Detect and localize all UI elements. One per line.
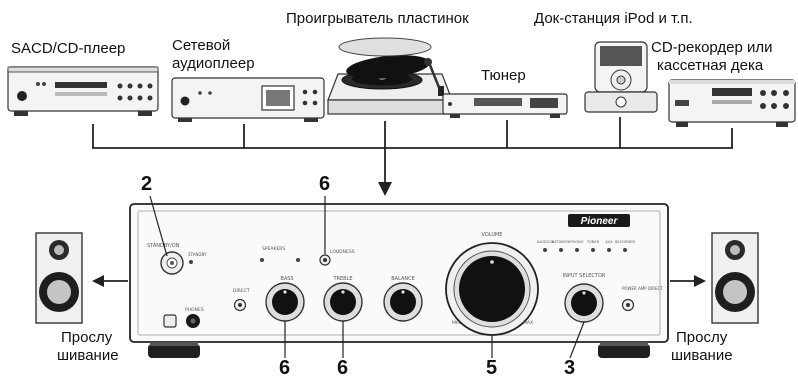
input-indicator-led <box>623 248 627 252</box>
left-speaker-arrow <box>92 275 128 287</box>
connection-lines <box>92 117 733 183</box>
callout-volume: 5 <box>486 358 497 378</box>
callout-bass: 6 <box>279 358 290 378</box>
svg-text:STANDBY: STANDBY <box>188 252 207 257</box>
input-label-3: TUNER <box>586 240 600 244</box>
label-recorder-line2: кассетная дека <box>657 57 763 74</box>
label-left-speaker-line1: Прослу <box>61 329 112 346</box>
label-right-speaker-line2: шивание <box>671 347 733 364</box>
label-recorder-line1: CD-рекордер или <box>651 39 773 56</box>
input-label-4: AUX <box>605 240 613 244</box>
label-left-speaker-line2: шивание <box>57 347 119 364</box>
sacd-cd-player <box>8 67 158 116</box>
label-tuner: Тюнер <box>481 67 526 84</box>
input-label-5: RECORDER <box>615 240 636 244</box>
svg-text:DIRECT: DIRECT <box>233 288 250 294</box>
left-speaker <box>36 233 82 323</box>
label-sacd-cd-player: SACD/CD-плеер <box>11 40 125 57</box>
label-right-speaker-line1: Прослу <box>676 329 727 346</box>
signal-arrow-down <box>378 182 392 196</box>
right-speaker-arrow <box>670 275 706 287</box>
input-indicator-led <box>543 248 547 252</box>
right-speaker <box>712 233 758 323</box>
input-indicator-led <box>559 248 563 252</box>
input-indicator-led <box>607 248 611 252</box>
turntable <box>328 38 452 114</box>
label-ipod-dock: Док-станция iPod и т.п. <box>534 10 693 27</box>
svg-text:SPEAKERS: SPEAKERS <box>262 246 285 252</box>
callout-standby: 2 <box>141 174 152 194</box>
ipod-dock <box>585 42 657 112</box>
svg-text:MAX: MAX <box>523 320 533 326</box>
callout-loudness: 6 <box>319 174 330 194</box>
svg-text:VOLUME: VOLUME <box>482 232 503 238</box>
input-indicator-led <box>591 248 595 252</box>
standby-indicator <box>189 260 193 264</box>
power-button[interactable] <box>164 315 176 327</box>
callout-treble: 6 <box>337 358 348 378</box>
svg-text:TREBLE: TREBLE <box>332 276 352 282</box>
svg-text:INPUT SELECTOR: INPUT SELECTOR <box>563 273 606 279</box>
input-label-2: PHONO <box>570 240 583 244</box>
tuner <box>443 94 567 118</box>
brand-text: Pioneer <box>581 216 619 227</box>
svg-text:BALANCE: BALANCE <box>391 276 415 282</box>
svg-text:BASS: BASS <box>280 276 293 282</box>
network-audio-player <box>172 78 324 122</box>
input-indicator-led <box>575 248 579 252</box>
label-network-player-line1: Сетевой <box>172 37 230 54</box>
pioneer-logo: Pioneer <box>568 214 630 227</box>
svg-text:MIN: MIN <box>452 320 461 326</box>
svg-text:PHONES: PHONES <box>185 307 204 313</box>
svg-text:POWER AMP DIRECT: POWER AMP DIRECT <box>622 286 663 291</box>
input-label-1: NETWORK <box>552 240 571 244</box>
label-network-player-line2: аудиоплеер <box>172 55 255 72</box>
cd-recorder-cassette-deck <box>669 80 795 127</box>
label-turntable: Проигрыватель пластинок <box>286 10 469 27</box>
svg-text:LOUDNESS: LOUDNESS <box>330 249 355 255</box>
callout-input-selector: 3 <box>564 358 575 378</box>
